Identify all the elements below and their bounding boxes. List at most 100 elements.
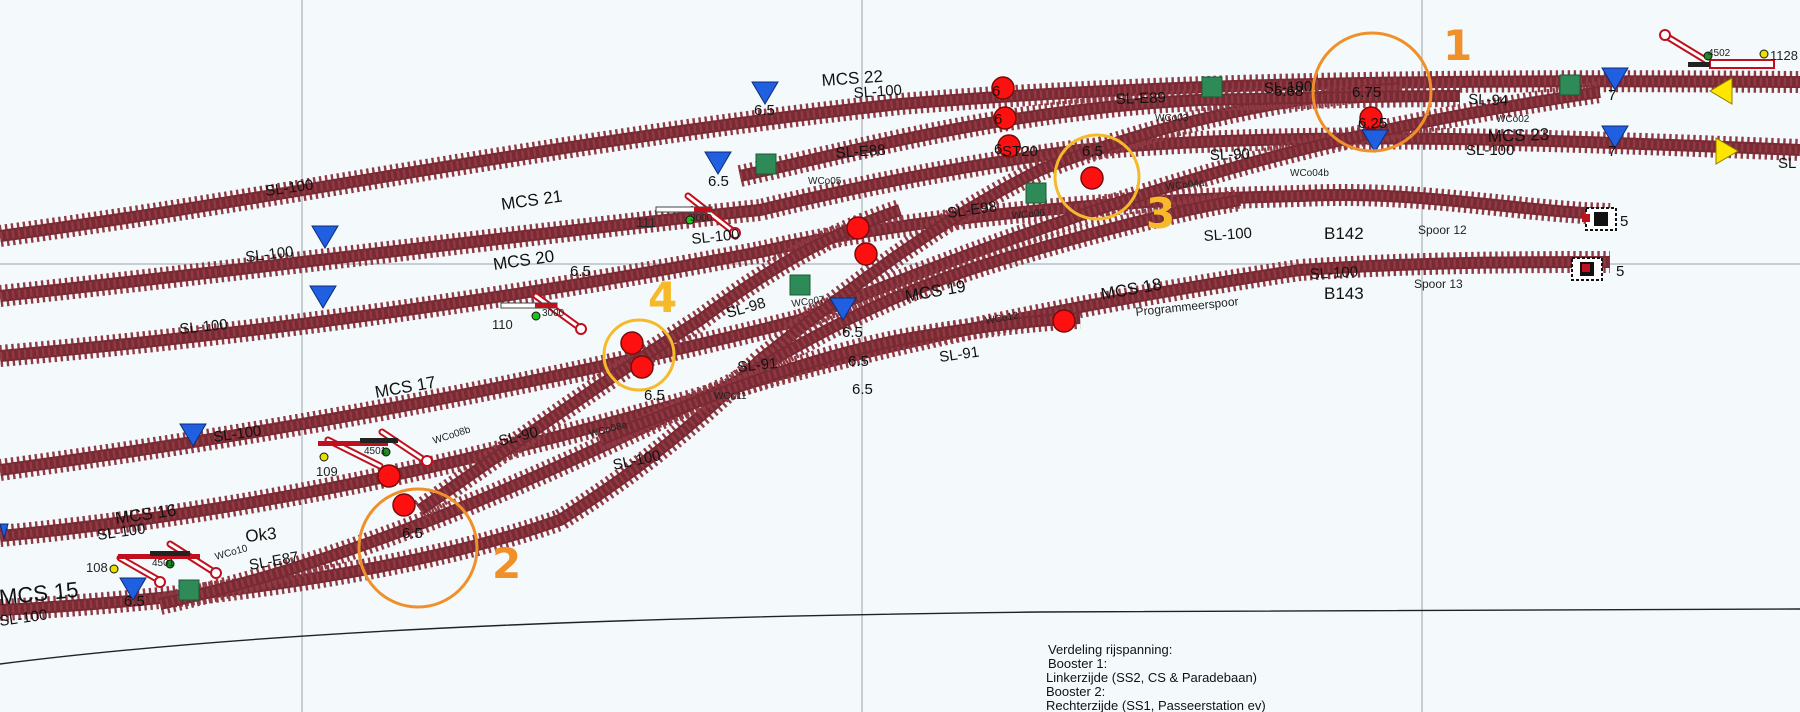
direction-marker[interactable] (751, 81, 779, 105)
booster-legend: Verdeling rijspanning: Booster 1: Linker… (1046, 642, 1266, 712)
contact-point[interactable] (392, 493, 416, 517)
switch-lever-111[interactable] (655, 192, 741, 239)
track-gauge (0, 258, 1611, 540)
device-number: 3000 (542, 308, 565, 319)
speed-label: 6.5 (754, 102, 775, 119)
track-label: SL (1778, 155, 1796, 172)
direction-marker[interactable] (0, 523, 9, 540)
contact-point[interactable] (993, 106, 1017, 130)
track-label: SL-94 (1468, 91, 1509, 109)
callout-numbers: 1 2 3 4 (492, 21, 1472, 588)
switch-label: WCo05 (808, 176, 842, 187)
contact-point[interactable] (846, 216, 870, 240)
direction-marker[interactable] (1601, 67, 1629, 91)
track-gauge (0, 190, 1611, 360)
block-marker[interactable] (755, 153, 777, 175)
track-label: SL-100 (1264, 78, 1313, 97)
track-label: ST20 (1002, 143, 1038, 160)
track-label: SL-100 (212, 422, 262, 446)
speed-label: 6.5 (570, 263, 591, 280)
contact-point[interactable] (854, 242, 878, 266)
track-rails[interactable] (0, 86, 1601, 476)
device-number: 111 (636, 215, 656, 230)
contact-point[interactable] (1080, 166, 1104, 190)
switch-lever-108[interactable] (109, 540, 222, 588)
switch-label: WCo07 (791, 294, 826, 310)
contact-point[interactable] (620, 331, 644, 355)
speed-label: 7 (1608, 143, 1616, 160)
speed-label: 7 (1608, 87, 1616, 104)
end-markers (1709, 77, 1739, 165)
speed-label: 6.5 (708, 173, 729, 190)
track-gauge (159, 196, 1241, 608)
section-label: B143 (1324, 284, 1364, 303)
device-number: 4501 (364, 446, 387, 457)
block-marker[interactable] (178, 579, 200, 601)
direction-marker[interactable] (704, 151, 732, 175)
contact-points (377, 76, 1383, 517)
contact-point[interactable] (1359, 106, 1383, 130)
track-gauge (739, 92, 1461, 180)
legend-line: Linkerzijde (SS2, CS & Paradebaan) (1046, 670, 1257, 685)
direction-marker[interactable] (1361, 129, 1389, 153)
direction-marker[interactable] (309, 285, 337, 309)
callout-circle-4 (602, 318, 676, 392)
block-marker[interactable] (789, 274, 811, 296)
contact-point[interactable] (377, 464, 401, 488)
track-label: SL-100 (691, 226, 741, 248)
contact-point[interactable] (991, 76, 1015, 100)
switch-label: WCo06 (1011, 208, 1046, 222)
legend-line: Booster 1: (1048, 656, 1107, 671)
track-label: SL-100 (96, 520, 146, 544)
direction-marker[interactable] (829, 297, 857, 321)
callout-circle-3 (1053, 133, 1141, 221)
contact-point[interactable] (1052, 309, 1076, 333)
device-number: 109 (316, 464, 338, 479)
section-label: MCS 23 (1487, 125, 1549, 146)
buffer-stop-spoor-13[interactable] (1571, 257, 1603, 281)
buffer-stop-spoor-12[interactable] (1582, 207, 1617, 231)
speed-label: 6.5 (644, 387, 665, 404)
speed-label: 6 (994, 111, 1002, 128)
switch-lever-4502[interactable] (1659, 29, 1775, 69)
direction-marker[interactable] (311, 225, 339, 249)
track-gauge (417, 206, 902, 514)
switch-lever-109[interactable] (318, 428, 433, 470)
track-label: SL-E98 (946, 198, 998, 222)
track-rails[interactable] (0, 82, 1401, 616)
baseboard-edge (0, 608, 1800, 665)
callout-circle-2 (357, 487, 479, 609)
device-numbers: 111 3000 110 3000 109 4501 108 4501 4502… (86, 48, 1798, 575)
direction-marker[interactable] (119, 577, 147, 601)
switch-lever-110[interactable] (500, 292, 587, 335)
direction-marker[interactable] (1601, 125, 1629, 149)
speed-label: 6.5 (848, 353, 869, 370)
contact-point[interactable] (630, 355, 654, 379)
speed-label: 6.5 (1082, 143, 1103, 160)
contact-point[interactable] (997, 134, 1021, 158)
track-label: SL-100 (0, 606, 48, 630)
speed-label: 6.5 (402, 525, 423, 542)
callouts (357, 31, 1433, 609)
track-name-spoor-13: Spoor 13 (1414, 277, 1463, 291)
track-label: SL-91 (737, 355, 779, 376)
end-marker[interactable] (1709, 77, 1733, 105)
block-marker[interactable] (1025, 182, 1047, 204)
track-label: SL-100 (179, 316, 229, 338)
track-label: SL-100 (1203, 225, 1252, 245)
speed-label: 6 (992, 83, 1000, 100)
track-rails[interactable] (597, 312, 1081, 446)
track-label: SL-E88 (835, 142, 886, 162)
track-label: SL-100 (1309, 263, 1358, 283)
section-label: Ok3 (244, 524, 277, 546)
block-marker[interactable] (1201, 76, 1223, 98)
direction-marker[interactable] (179, 423, 207, 447)
block-marker[interactable] (1559, 74, 1581, 96)
end-marker[interactable] (1715, 137, 1739, 165)
track-label: SL-91 (938, 344, 980, 366)
legend-title: Verdeling rijspanning: (1048, 642, 1172, 657)
legend-line: Rechterzijde (SS1, Passeerstation ev) (1046, 698, 1266, 712)
track-label: SL-100 (1466, 142, 1514, 159)
